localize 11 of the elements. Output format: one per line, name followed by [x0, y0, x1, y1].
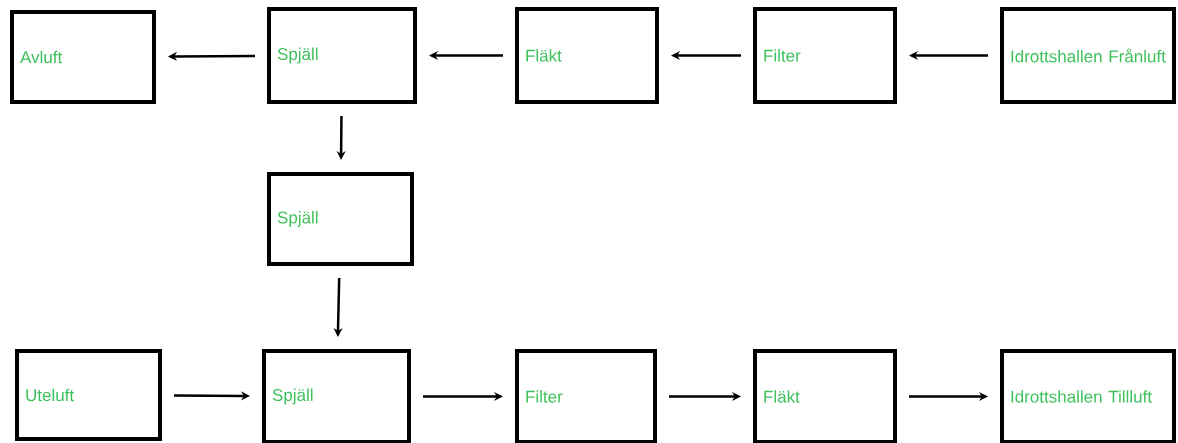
process-box: Uteluft: [15, 349, 162, 441]
process-box: Spjäll: [262, 349, 411, 443]
process-box: Fläkt: [515, 7, 659, 104]
process-box: Filter: [515, 349, 657, 443]
process-box: Filter: [753, 7, 897, 104]
process-box: Fläkt: [753, 349, 897, 443]
process-box: Spjäll: [267, 172, 414, 266]
process-box: Idrottshallen Tillluft: [1000, 349, 1176, 443]
process-box: Spjäll: [267, 7, 417, 104]
process-box: Idrottshallen Frånluft: [1000, 7, 1176, 104]
process-box: Avluft: [10, 10, 156, 104]
